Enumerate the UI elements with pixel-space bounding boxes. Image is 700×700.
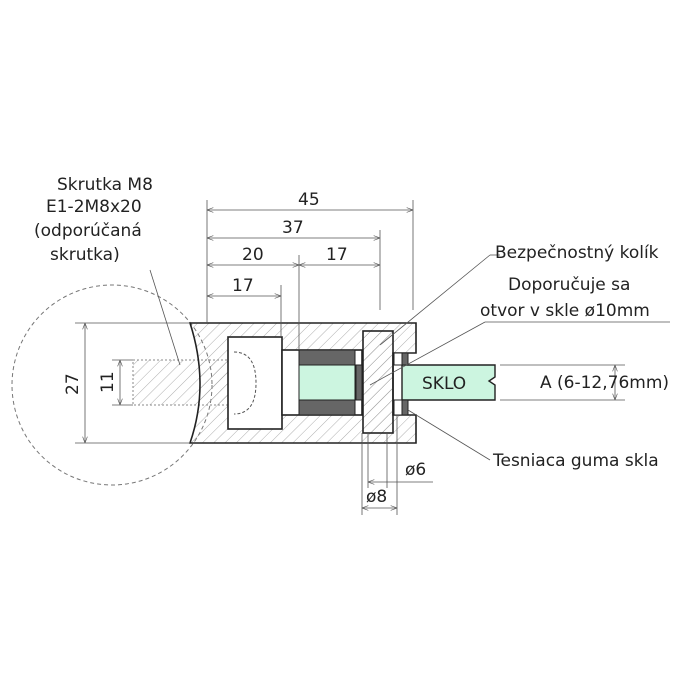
screw-label-4: skrutka) (50, 245, 120, 265)
glass-label: SKLO (422, 374, 466, 394)
screw-label-1: Skrutka M8 (57, 175, 153, 195)
thickness-label: A (6-12,76mm) (540, 373, 669, 393)
screw-head (227, 336, 283, 430)
dimensions: 45 37 20 17 17 27 11 ø6 ø8 A (6-12,76mm) (63, 190, 669, 515)
dim-27: 27 (63, 373, 83, 395)
pin-label: Bezpečnostný kolík (495, 243, 659, 263)
dim-37: 37 (282, 218, 304, 238)
rubber-ring-top (298, 349, 356, 366)
screw-label-3: (odporúčaná (34, 221, 142, 241)
dim-d8: ø8 (366, 487, 387, 507)
dim-20: 20 (242, 245, 264, 265)
dim-d6: ø6 (405, 460, 426, 480)
annotations: Skrutka M8 E1-2M8x20 (odporúčaná skrutka… (34, 175, 670, 471)
hole-label-2: otvor v skle ø10mm (480, 301, 650, 321)
dim-17-left: 17 (232, 276, 254, 296)
glass-inner (298, 364, 356, 401)
dim-17-right: 17 (326, 245, 348, 265)
glass-panel: SKLO (393, 352, 496, 416)
gasket-label: Tesniaca guma skla (492, 451, 659, 471)
clamp-body (188, 322, 417, 444)
screw-label-2: E1-2M8x20 (46, 197, 142, 217)
dim-11: 11 (98, 371, 118, 393)
safety-pin (362, 330, 394, 434)
dim-45: 45 (298, 190, 320, 210)
rubber-ring-bottom (298, 399, 356, 416)
hole-label-1: Doporučuje sa (508, 275, 630, 295)
